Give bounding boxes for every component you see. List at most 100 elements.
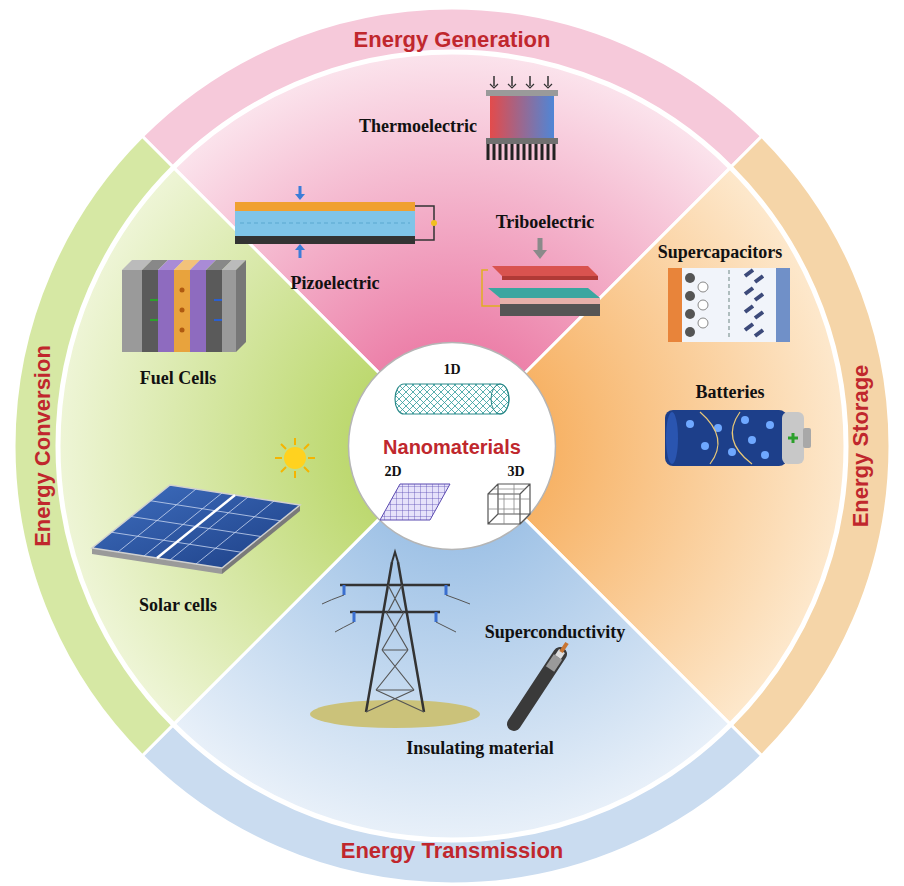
piezoelectric-device	[299, 248, 302, 258]
fuel-cell-stack	[174, 270, 190, 352]
triboelectric-device	[488, 288, 600, 298]
ring-heading: Energy Storage	[848, 365, 873, 528]
nanotube-1d	[395, 384, 509, 414]
fuel-cell-stack	[150, 300, 158, 320]
fuel-cell-stack	[206, 270, 222, 352]
piezoelectric-device	[235, 211, 415, 236]
supercapacitor-illustration	[698, 318, 708, 328]
piezoelectric-device	[431, 220, 437, 226]
fuel-cell-stack	[158, 260, 184, 270]
ring-heading: Energy Transmission	[341, 838, 564, 863]
solar-panel	[92, 548, 222, 574]
battery-illustration	[728, 448, 736, 456]
sun-icon	[275, 438, 315, 478]
framework-3d	[488, 484, 530, 524]
dimension-label: 3D	[507, 464, 524, 480]
battery-illustration	[666, 412, 678, 464]
battery-illustration	[686, 420, 694, 428]
nanosheet-2d	[380, 484, 450, 520]
battery-illustration	[741, 416, 749, 424]
fuel-cell-stack	[142, 270, 158, 352]
supercapacitor-illustration	[682, 268, 776, 342]
supercapacitor-illustration	[745, 270, 763, 336]
transmission-tower	[366, 562, 424, 712]
supercapacitor-illustration	[698, 282, 708, 292]
triboelectric-device	[500, 304, 600, 316]
transmission-tower	[376, 650, 414, 690]
cable-illustration	[514, 643, 567, 724]
ring-heading: Energy Generation	[354, 27, 551, 52]
ring-band	[142, 725, 761, 884]
fuel-cell-stack	[158, 270, 174, 352]
piezoelectric-device	[295, 194, 305, 200]
battery-illustration	[665, 410, 787, 466]
triboelectric-device	[482, 270, 500, 306]
solar-panel	[92, 485, 300, 574]
cable-illustration	[514, 654, 560, 724]
solar-panel	[92, 485, 300, 568]
item-label: Solar cells	[139, 595, 217, 616]
battery-illustration	[761, 451, 769, 459]
battery-illustration	[714, 424, 722, 432]
transmission-tower	[310, 700, 480, 728]
piezoelectric-device	[415, 206, 434, 240]
battery-illustration	[788, 433, 798, 443]
supercapacitor-illustration	[728, 270, 730, 340]
fuel-cell-stack	[190, 270, 206, 352]
dimension-label: 2D	[384, 464, 401, 480]
piezoelectric-device	[235, 202, 415, 211]
item-label: Thermoelectric	[359, 116, 477, 137]
dimension-label: 1D	[443, 362, 460, 378]
framework-3d	[488, 484, 530, 524]
nanosheet-2d	[380, 484, 450, 520]
ring-heading: Energy Conversion	[30, 345, 55, 547]
nanotube-1d	[491, 384, 509, 414]
fuel-cell-stack	[180, 288, 185, 293]
fuel-cell-stack	[206, 260, 232, 270]
item-label: Supercapacitors	[658, 242, 783, 263]
piezoelectric-device	[299, 186, 302, 198]
transmission-tower	[310, 552, 480, 728]
thermoelectric-device	[486, 90, 558, 96]
thermoelectric-device	[490, 96, 554, 138]
fuel-cell-stack	[174, 260, 200, 270]
ring-band	[142, 8, 761, 167]
thermoelectric-device	[494, 76, 548, 86]
supercapacitor-illustration	[776, 268, 790, 342]
item-label: Fuel Cells	[140, 368, 217, 389]
solar-panel	[157, 495, 235, 558]
fuel-cell-stack	[222, 270, 236, 352]
fuel-cell-stack	[142, 260, 168, 270]
ring-band	[731, 136, 890, 755]
triboelectric-device	[500, 298, 600, 304]
solar-panel	[118, 489, 274, 564]
fuel-cell-stack	[122, 260, 152, 270]
piezoelectric-device	[235, 236, 415, 244]
ring-band	[14, 136, 173, 755]
thermoelectric-device	[486, 138, 558, 144]
triboelectric-device	[533, 250, 547, 259]
fuel-cell-stack	[214, 300, 222, 320]
item-label: Superconductivity	[485, 622, 626, 643]
fuel-cell-stack	[222, 260, 246, 270]
transmission-tower	[366, 585, 424, 712]
piezoelectric-device	[235, 186, 437, 258]
supercapacitor-illustration	[668, 268, 682, 342]
transmission-tower	[322, 595, 470, 632]
cable-illustration	[550, 657, 558, 669]
center-title: Nanomaterials	[383, 436, 521, 459]
triboelectric-device	[502, 276, 598, 280]
fuel-cell-stack	[122, 270, 142, 352]
nanosheet-2d	[380, 484, 450, 520]
framework-3d	[488, 484, 530, 524]
supercapacitor-illustration	[685, 309, 695, 319]
sun-icon	[275, 438, 315, 478]
supercapacitor-illustration	[685, 327, 695, 337]
triboelectric-device	[492, 266, 598, 276]
center-circle: Nanomaterials	[347, 341, 557, 551]
solar-panel	[222, 505, 300, 574]
item-label: Triboelectric	[496, 212, 595, 233]
center-disc	[349, 343, 556, 550]
item-label: Batteries	[696, 382, 765, 403]
